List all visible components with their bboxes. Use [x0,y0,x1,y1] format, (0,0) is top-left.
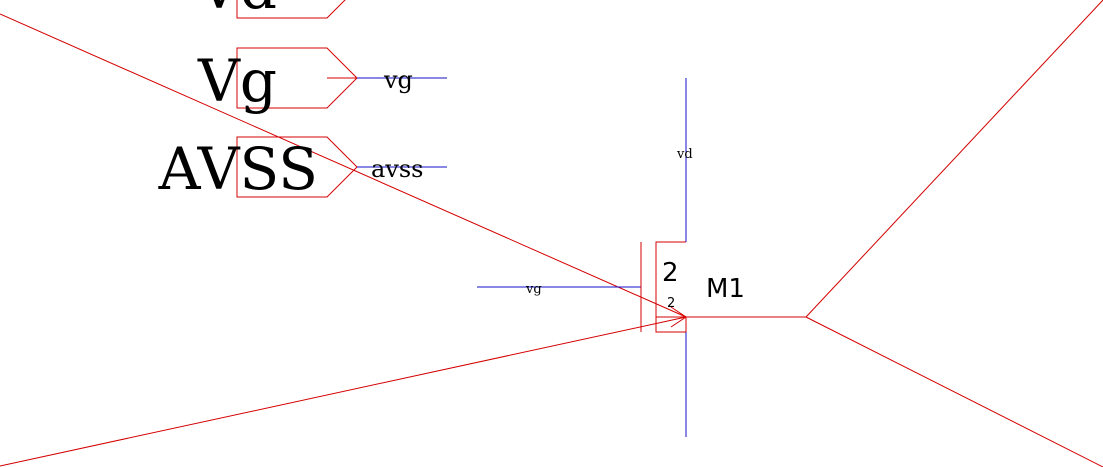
pin-vg-net-label: vg [383,66,413,94]
channel [655,241,686,333]
pin-avss[interactable]: AVSS avss [158,135,447,203]
pin-avss-shape [236,136,358,198]
drain-net-label: vd [676,147,693,162]
transistor-m1[interactable]: vd vg 2 2 M1 [477,78,745,437]
pin-vg-label: Vg [197,47,277,115]
guide-line-diagonal-1 [0,13,687,318]
gate-net-label: vg [525,282,542,297]
pin-avss-net-label: avss [371,155,424,183]
pin-vg-shape [236,47,358,109]
device-param-bottom: 2 [667,296,675,311]
device-name: M1 [706,274,745,304]
pin-vg[interactable]: Vg vg [197,47,447,115]
pin-vd[interactable]: Vd [197,0,357,22]
guide-line-diagonal-2 [0,316,687,467]
guide-line-down-right [805,316,1103,467]
pin-vd-shape [236,0,346,19]
pin-vd-label: Vd [197,0,277,22]
pin-avss-label: AVSS [158,135,318,203]
device-param-top: 2 [662,258,679,288]
guide-line-up-right [805,0,1103,318]
